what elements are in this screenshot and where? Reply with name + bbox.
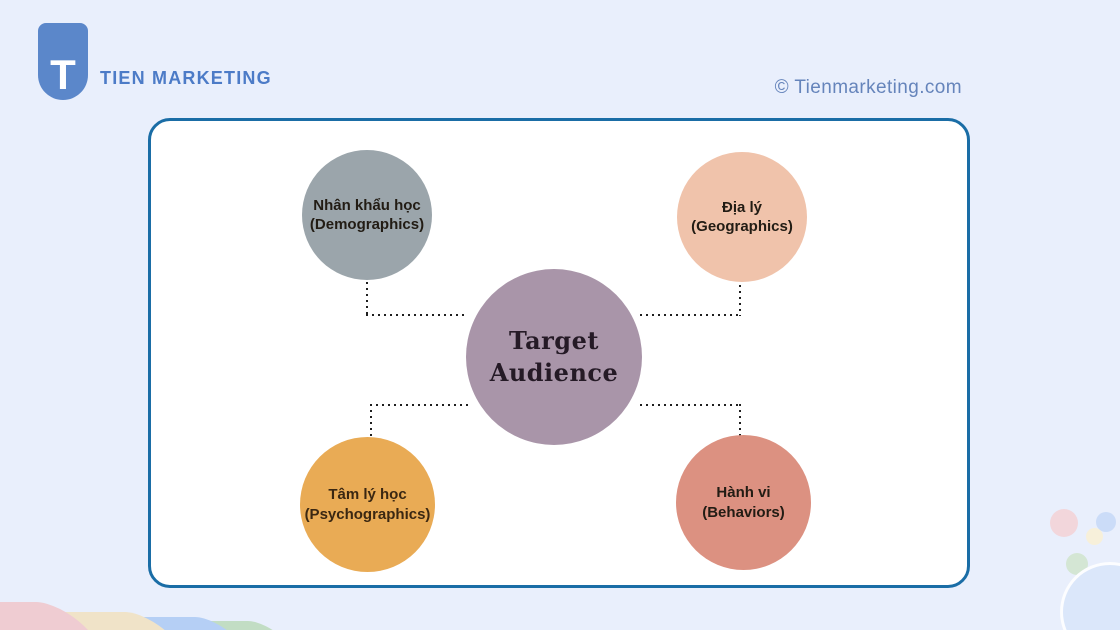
brand-logo-icon: T	[38, 23, 88, 100]
connector-behaviors-horizontal	[640, 404, 741, 406]
connector-geographics-horizontal	[640, 314, 741, 316]
target-audience-line1: Target	[509, 325, 599, 355]
node-geographics-subtitle: (Geographics)	[691, 218, 793, 235]
connector-psychographics-vertical	[370, 404, 372, 458]
node-psychographics-subtitle: (Psychographics)	[304, 505, 431, 523]
node-geographics: Địa lý (Geographics)	[677, 152, 807, 282]
connector-psychographics-horizontal	[370, 404, 468, 406]
brand-name: TIEN MARKETING	[100, 68, 272, 88]
decor-bubble-cream	[1086, 528, 1103, 545]
decor-bubble-blue	[1096, 512, 1116, 532]
node-psychographics-title: Tâm lý học	[328, 486, 407, 503]
target-audience-line2: Audience	[489, 358, 619, 387]
copyright-text: © Tienmarketing.com	[774, 77, 962, 98]
node-behaviors: Hành vi (Behaviors)	[676, 435, 811, 570]
node-demographics: Nhân khẩu học (Demographics)	[302, 150, 432, 280]
node-geographics-title: Địa lý	[721, 198, 763, 216]
connector-demographics-vertical	[366, 258, 368, 316]
node-target-audience: Target Audience	[466, 269, 642, 445]
brand-logo-letter: T	[50, 51, 76, 98]
node-demographics-title: Nhân khẩu học	[313, 196, 421, 214]
node-behaviors-title: Hành vi	[716, 484, 771, 501]
connector-behaviors-vertical	[739, 404, 741, 456]
node-demographics-subtitle: (Demographics)	[309, 216, 425, 233]
decor-bubble-pink	[1050, 509, 1078, 537]
connector-geographics-vertical	[739, 261, 741, 316]
node-psychographics: Tâm lý học (Psychographics)	[300, 437, 435, 572]
node-behaviors-subtitle: (Behaviors)	[702, 503, 785, 521]
connector-demographics-horizontal	[366, 314, 468, 316]
